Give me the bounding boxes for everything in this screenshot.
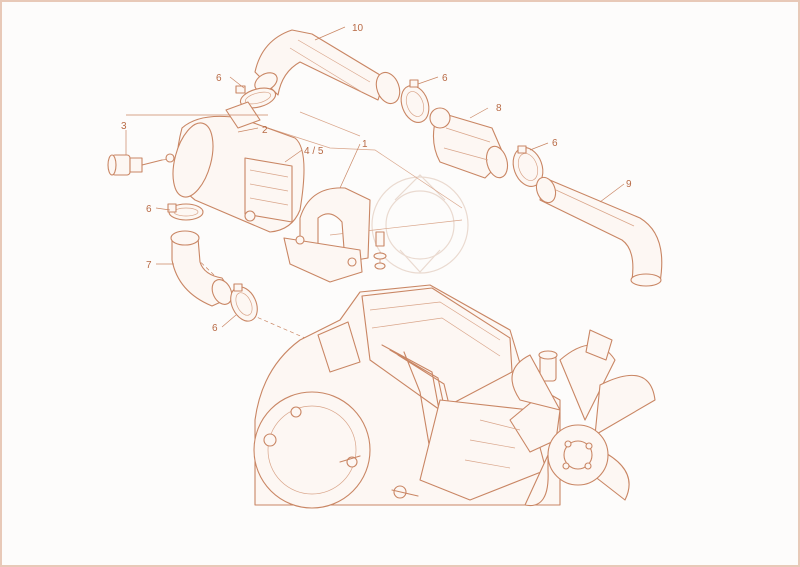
watermark-emblem — [371, 174, 469, 274]
callout-9: 9 — [626, 179, 632, 190]
hose-clamp-top-right — [400, 79, 430, 123]
part-1-mounting-bracket — [283, 187, 387, 283]
callout-6d: 6 — [146, 204, 152, 215]
callout-leaders — [125, 26, 625, 328]
callout-6e: 6 — [212, 323, 218, 334]
part-10-upper-hose — [254, 29, 401, 105]
part-2-air-filter-housing — [165, 101, 305, 233]
callout-8: 8 — [496, 103, 502, 114]
callout-10: 10 — [352, 23, 364, 34]
part-8-reducer — [429, 107, 509, 179]
hose-clamp-bottom — [230, 283, 258, 322]
callout-3: 3 — [121, 121, 127, 132]
callout-2: 2 — [262, 125, 268, 136]
part-7-inlet-elbow — [170, 230, 235, 307]
callout-4-5: 4 / 5 — [304, 146, 324, 157]
engine-cooling-fan — [511, 329, 656, 507]
callout-6b: 6 — [442, 73, 448, 84]
callout-6a: 6 — [216, 73, 222, 84]
callout-6c: 6 — [552, 138, 558, 149]
callout-7: 7 — [146, 260, 152, 271]
engine-assembly — [253, 284, 561, 509]
hose-clamp-left — [167, 203, 204, 221]
callout-labels: 10 6 6 8 6 9 3 2 4 / 5 1 6 7 6 — [121, 23, 632, 334]
part-3-restriction-sensor — [107, 154, 163, 176]
part-9-long-hose — [535, 176, 663, 287]
callout-1: 1 — [362, 139, 368, 150]
hose-clamp-right — [512, 145, 544, 187]
